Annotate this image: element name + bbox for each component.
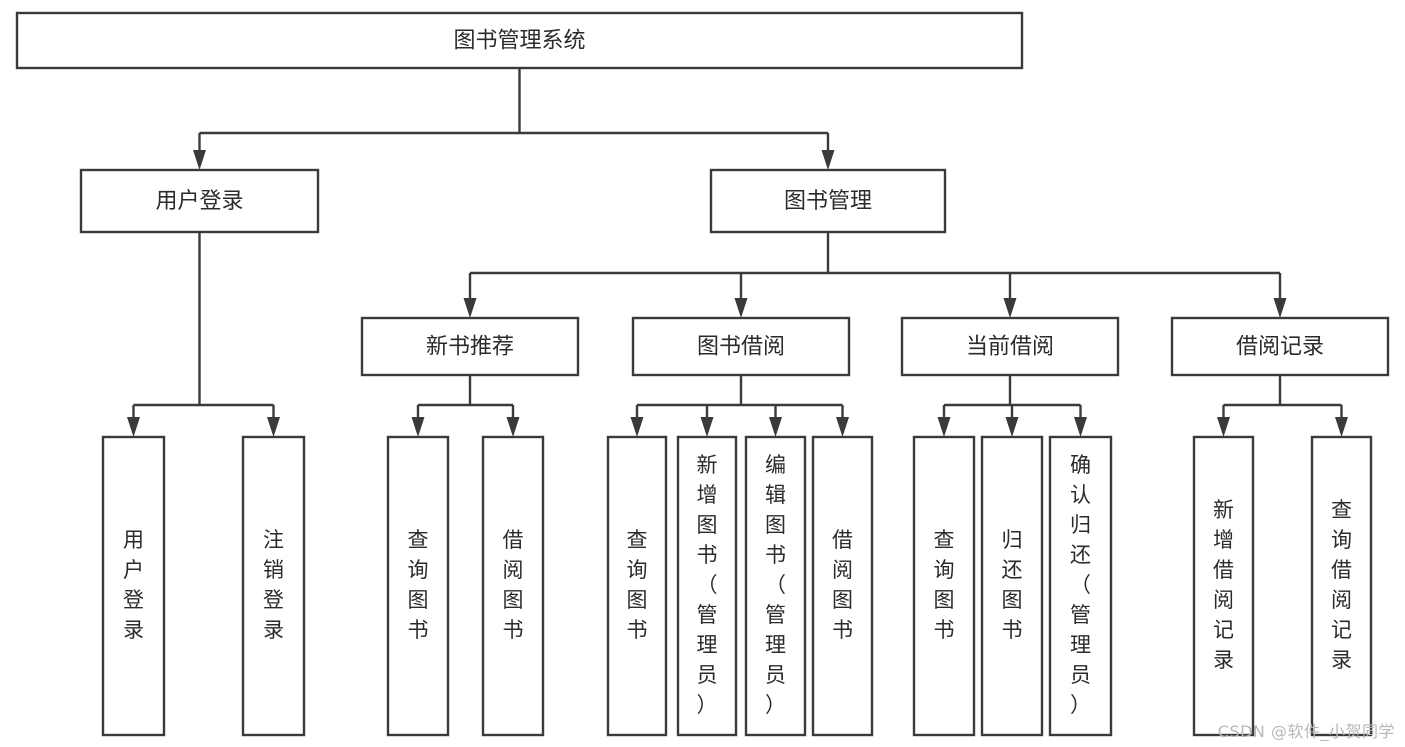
node-label: 借阅记录: [1236, 335, 1324, 360]
node-box[interactable]: [676, 435, 738, 737]
node-label: 借阅图书: [503, 528, 524, 642]
node-layer: 图书管理系统用户登录图书管理新书推荐图书借阅当前借阅借阅记录用户登录注销登录查询…: [15, 11, 1390, 737]
arrow-head-icon: [127, 417, 140, 437]
connector-group-book-manage: [463, 232, 1287, 318]
arrow-head-icon: [1005, 417, 1019, 437]
node-leaf-logout[interactable]: 注销登录: [241, 435, 306, 737]
node-box[interactable]: [1048, 435, 1113, 737]
node-box[interactable]: [101, 435, 166, 737]
node-leaf-return-book[interactable]: 归还图书: [980, 435, 1044, 737]
node-box[interactable]: [1192, 435, 1255, 737]
node-box[interactable]: [606, 435, 668, 737]
node-leaf-borrow-book-2[interactable]: 借阅图书: [811, 435, 874, 737]
node-label: 新增借阅记录: [1213, 498, 1234, 672]
arrow-head-icon: [734, 298, 748, 318]
arrow-head-icon: [630, 417, 644, 437]
node-new-book-recommend[interactable]: 新书推荐: [360, 316, 580, 377]
node-leaf-confirm-return[interactable]: 确认归还（管理员）: [1048, 435, 1113, 737]
connector-group-current-borrow: [937, 375, 1087, 437]
arrow-head-icon: [193, 150, 206, 170]
node-label: 借阅图书: [832, 528, 853, 642]
node-box[interactable]: [631, 316, 851, 377]
node-label: 查询借阅记录: [1331, 498, 1352, 672]
node-label: 当前借阅: [966, 335, 1054, 360]
arrow-head-icon: [463, 298, 477, 318]
node-box[interactable]: [1310, 435, 1373, 737]
node-label: 查询图书: [627, 528, 648, 642]
arrow-head-icon: [821, 150, 835, 170]
node-label: 用户登录: [155, 189, 243, 214]
node-leaf-query-book-3[interactable]: 查询图书: [912, 435, 976, 737]
node-book-borrow[interactable]: 图书借阅: [631, 316, 851, 377]
node-box[interactable]: [811, 435, 874, 737]
node-label: 图书管理: [784, 189, 872, 214]
node-label: 查询图书: [408, 528, 429, 642]
node-label: 编辑图书（管理员）: [765, 453, 786, 717]
arrow-head-icon: [506, 417, 520, 437]
arrow-head-icon: [700, 417, 714, 437]
node-box[interactable]: [980, 435, 1044, 737]
node-label: 新增图书（管理员）: [697, 453, 718, 717]
node-label: 图书借阅: [697, 335, 785, 360]
arrow-head-icon: [1273, 298, 1287, 318]
node-leaf-add-borrow-record[interactable]: 新增借阅记录: [1192, 435, 1255, 737]
node-leaf-add-book[interactable]: 新增图书（管理员）: [676, 435, 738, 737]
node-leaf-query-book-1[interactable]: 查询图书: [386, 435, 450, 737]
connector-group-root: [193, 68, 835, 170]
connector-layer: [127, 68, 1348, 437]
arrow-head-icon: [1335, 417, 1348, 437]
node-label: 归还图书: [1002, 528, 1023, 642]
arrow-head-icon: [836, 417, 849, 437]
node-leaf-borrow-book-1[interactable]: 借阅图书: [481, 435, 545, 737]
node-label: 用户登录: [123, 528, 144, 642]
node-box[interactable]: [481, 435, 545, 737]
node-box[interactable]: [15, 11, 1024, 70]
node-leaf-query-book-2[interactable]: 查询图书: [606, 435, 668, 737]
connector-group-borrow-record: [1217, 375, 1348, 437]
node-box[interactable]: [912, 435, 976, 737]
connector-group-book-borrow: [630, 375, 849, 437]
arrow-head-icon: [769, 417, 782, 437]
node-box[interactable]: [709, 168, 947, 234]
connector-group-new-book-recommend: [411, 375, 520, 437]
node-user-login[interactable]: 用户登录: [79, 168, 320, 234]
node-label: 新书推荐: [426, 335, 514, 360]
arrow-head-icon: [1074, 417, 1087, 437]
node-box[interactable]: [79, 168, 320, 234]
node-box[interactable]: [900, 316, 1120, 377]
arrow-head-icon: [1003, 298, 1017, 318]
watermark-text: CSDN @软件_小贺同学: [1217, 722, 1395, 741]
connector-group-user-login: [127, 232, 280, 437]
node-label: 注销登录: [263, 528, 284, 642]
node-root[interactable]: 图书管理系统: [15, 11, 1024, 70]
arrow-head-icon: [937, 417, 951, 437]
node-label: 查询图书: [934, 528, 955, 642]
arrow-head-icon: [1217, 417, 1230, 437]
node-box[interactable]: [386, 435, 450, 737]
node-leaf-edit-book[interactable]: 编辑图书（管理员）: [744, 435, 807, 737]
node-box[interactable]: [360, 316, 580, 377]
node-current-borrow[interactable]: 当前借阅: [900, 316, 1120, 377]
node-label: 确认归还（管理员）: [1070, 453, 1091, 717]
node-box[interactable]: [744, 435, 807, 737]
arrow-head-icon: [267, 417, 280, 437]
node-book-manage[interactable]: 图书管理: [709, 168, 947, 234]
node-box[interactable]: [241, 435, 306, 737]
node-label: 图书管理系统: [453, 29, 585, 54]
node-leaf-user-login[interactable]: 用户登录: [101, 435, 166, 737]
node-leaf-query-borrow-record[interactable]: 查询借阅记录: [1310, 435, 1373, 737]
node-box[interactable]: [1170, 316, 1390, 377]
arrow-head-icon: [411, 417, 425, 437]
node-borrow-record[interactable]: 借阅记录: [1170, 316, 1390, 377]
